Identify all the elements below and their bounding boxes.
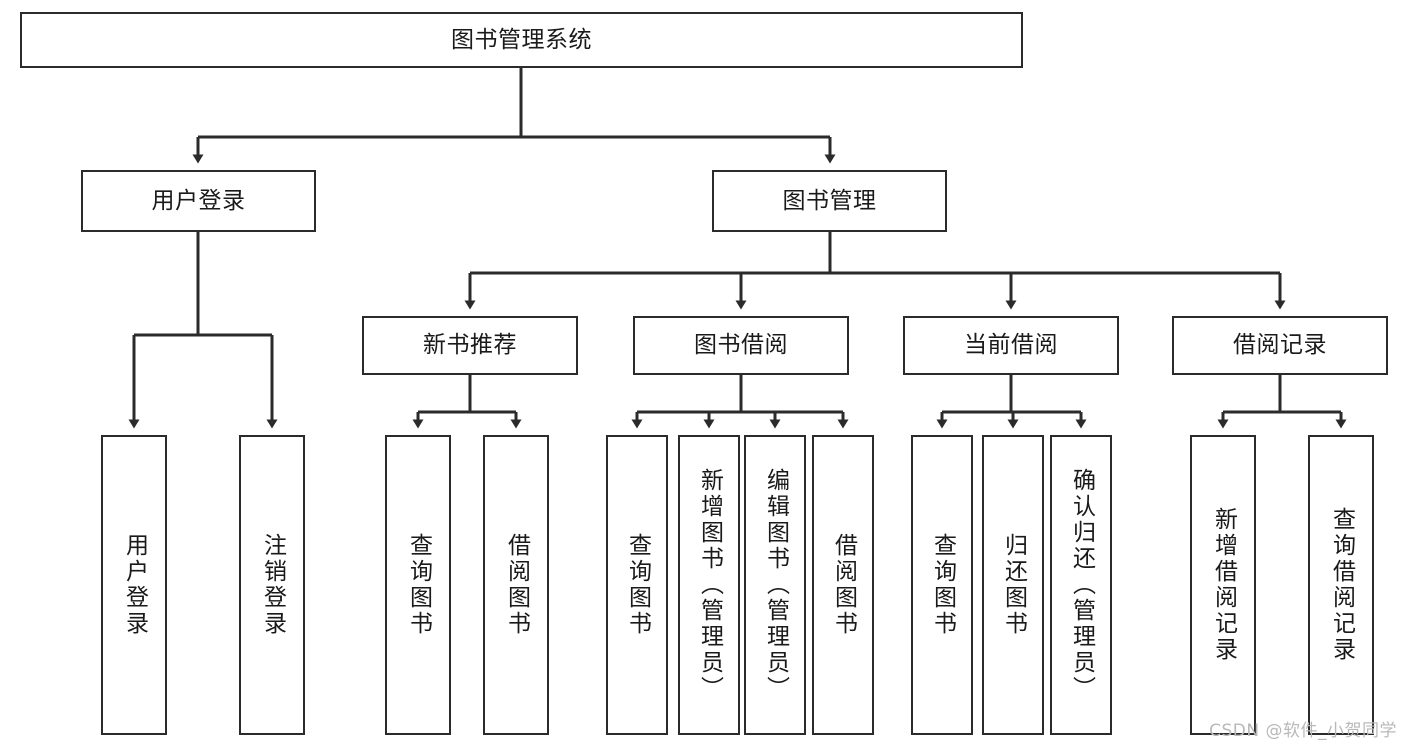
node-label: 用户登录 [151, 187, 246, 214]
node-label: 查询图书 [929, 533, 956, 637]
leaf-query-borrow-record[interactable]: 查询借阅记录 [1308, 435, 1374, 735]
leaf-query-book-new[interactable]: 查询图书 [385, 435, 451, 735]
leaf-query-book-current[interactable]: 查询图书 [911, 435, 973, 735]
node-new-book-recommend[interactable]: 新书推荐 [362, 316, 578, 375]
node-label: 新增图书（管理员） [696, 468, 723, 702]
node-label: 查询借阅记录 [1328, 507, 1355, 663]
node-book-borrow[interactable]: 图书借阅 [633, 316, 849, 375]
node-label: 查询图书 [624, 533, 651, 637]
node-label: 图书管理 [782, 187, 877, 214]
node-current-borrow[interactable]: 当前借阅 [903, 316, 1119, 375]
leaf-logout[interactable]: 注销登录 [239, 435, 305, 735]
leaf-borrow-book-new[interactable]: 借阅图书 [483, 435, 549, 735]
leaf-borrow-book[interactable]: 借阅图书 [812, 435, 874, 735]
leaf-edit-book-admin[interactable]: 编辑图书（管理员） [744, 435, 806, 735]
node-label: 当前借阅 [964, 332, 1058, 359]
node-label: 确认归还（管理员） [1068, 468, 1095, 702]
csdn-watermark: CSDN @软件_小贺同学 [1209, 721, 1397, 741]
node-label: 借阅图书 [830, 533, 857, 637]
node-user-login[interactable]: 用户登录 [81, 170, 316, 232]
leaf-add-borrow-record[interactable]: 新增借阅记录 [1190, 435, 1256, 735]
node-label: 归还图书 [1000, 533, 1027, 637]
node-label: 注销登录 [259, 533, 286, 637]
leaf-user-login[interactable]: 用户登录 [101, 435, 167, 735]
node-label: 借阅记录 [1233, 332, 1327, 359]
node-borrow-record[interactable]: 借阅记录 [1172, 316, 1388, 375]
node-label: 编辑图书（管理员） [762, 468, 789, 702]
node-label: 用户登录 [121, 533, 148, 637]
node-root[interactable]: 图书管理系统 [20, 12, 1023, 68]
leaf-query-book-borrow[interactable]: 查询图书 [606, 435, 668, 735]
leaf-return-book[interactable]: 归还图书 [982, 435, 1044, 735]
node-label: 新书推荐 [423, 332, 517, 359]
node-label: 查询图书 [405, 533, 432, 637]
node-label: 图书借阅 [694, 332, 788, 359]
leaf-add-book-admin[interactable]: 新增图书（管理员） [678, 435, 740, 735]
node-label: 新增借阅记录 [1210, 507, 1237, 663]
leaf-confirm-return-admin[interactable]: 确认归还（管理员） [1050, 435, 1112, 735]
node-label: 借阅图书 [503, 533, 530, 637]
node-label: 图书管理系统 [451, 26, 592, 53]
node-book-management[interactable]: 图书管理 [712, 170, 947, 232]
